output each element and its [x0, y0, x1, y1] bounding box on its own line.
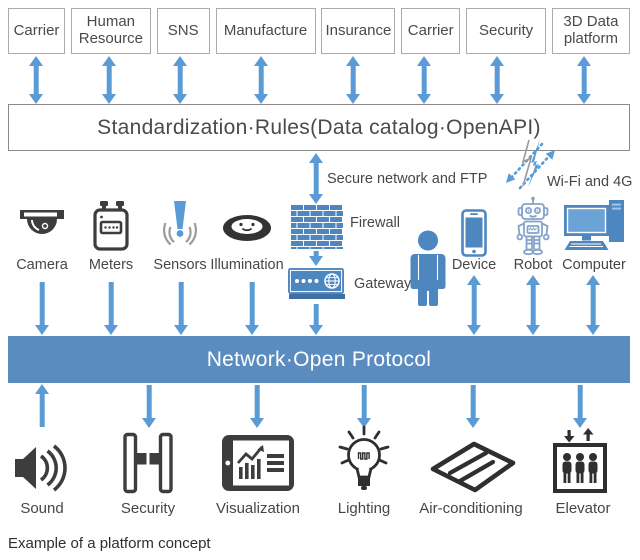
device-network-arrow: [586, 275, 600, 335]
industry-arrow: [490, 56, 504, 104]
elevator-label: Elevator: [555, 500, 611, 517]
illumination-icon: [223, 215, 271, 241]
industry-box-sns: SNS: [156, 8, 210, 54]
air-conditioning-label: Air-conditioning: [419, 500, 523, 517]
security-label: Security: [120, 500, 176, 517]
industry-arrow: [102, 56, 116, 104]
computer-label: Computer: [562, 257, 626, 273]
meters-label: Meters: [88, 257, 134, 273]
visualization-label: Visualization: [216, 500, 300, 517]
smartphone-device-icon: [461, 209, 487, 257]
standardization-bar: Standardization·Rules(Data catalog·OpenA…: [8, 104, 630, 151]
illumination-label: Illumination: [210, 257, 284, 273]
person-icon: [410, 230, 446, 306]
device-label: Device: [451, 257, 497, 273]
gateway-icon: [288, 268, 345, 299]
secure-network-arrow: [309, 153, 323, 204]
industry-arrow: [346, 56, 360, 104]
secure-network-label: Secure network and FTP: [327, 171, 488, 187]
security-turnstile-icon: [123, 432, 173, 494]
output-arrow: [142, 384, 156, 428]
industry-arrow: [417, 56, 431, 104]
edge-down-arrow: [245, 281, 259, 335]
output-arrow: [250, 384, 264, 428]
industry-box-human-resource: Human Resource: [70, 8, 151, 54]
industry-box-3d-data-platform: 3D Data platform: [551, 8, 630, 54]
meter-icon: [93, 201, 129, 251]
camera-icon: [20, 210, 64, 234]
robot-icon: [516, 196, 550, 256]
output-arrow: [466, 384, 480, 428]
industry-box-insurance: Insurance: [321, 8, 396, 54]
robot-label: Robot: [513, 257, 553, 273]
visualization-tablet-icon: [222, 435, 294, 491]
industry-arrow: [254, 56, 268, 104]
elevator-icon: [553, 428, 607, 493]
industry-box-carrier-2: Carrier: [401, 8, 461, 54]
caption: Example of a platform concept: [8, 535, 211, 552]
device-network-arrow: [526, 275, 540, 335]
firewall-gateway-arrow: [309, 250, 323, 266]
edge-down-arrow: [174, 281, 188, 335]
industry-arrow: [577, 56, 591, 104]
sensors-label: Sensors: [153, 257, 207, 273]
edge-down-arrow: [35, 281, 49, 335]
industry-box-security: Security: [466, 8, 547, 54]
industry-box-row: Carrier Human Resource SNS Manufacture I…: [8, 8, 630, 54]
output-arrow: [357, 384, 371, 428]
firewall-label: Firewall: [350, 215, 400, 231]
gateway-network-arrow: [309, 303, 323, 335]
lighting-bulb-icon: [338, 425, 390, 490]
firewall-icon: [291, 205, 343, 249]
sound-speaker-icon: [15, 444, 67, 492]
industry-box-carrier-1: Carrier: [8, 8, 65, 54]
output-arrow: [573, 384, 587, 428]
network-protocol-bar: Network·Open Protocol: [8, 336, 630, 383]
sensor-icon: [162, 201, 198, 246]
wifi-label: Wi-Fi and 4G: [547, 174, 633, 190]
sound-up-arrow: [35, 384, 49, 428]
wifi-wireless-icon: [506, 139, 555, 190]
sound-label: Sound: [20, 500, 64, 517]
industry-arrow: [29, 56, 43, 104]
edge-down-arrow: [104, 281, 118, 335]
gateway-label: Gateway: [354, 276, 412, 292]
industry-arrow: [173, 56, 187, 104]
device-network-arrow: [467, 275, 481, 335]
computer-icon: [564, 200, 624, 250]
industry-box-manufacture: Manufacture: [215, 8, 316, 54]
camera-label: Camera: [16, 257, 68, 273]
air-conditioner-icon: [430, 441, 516, 493]
lighting-label: Lighting: [337, 500, 391, 517]
